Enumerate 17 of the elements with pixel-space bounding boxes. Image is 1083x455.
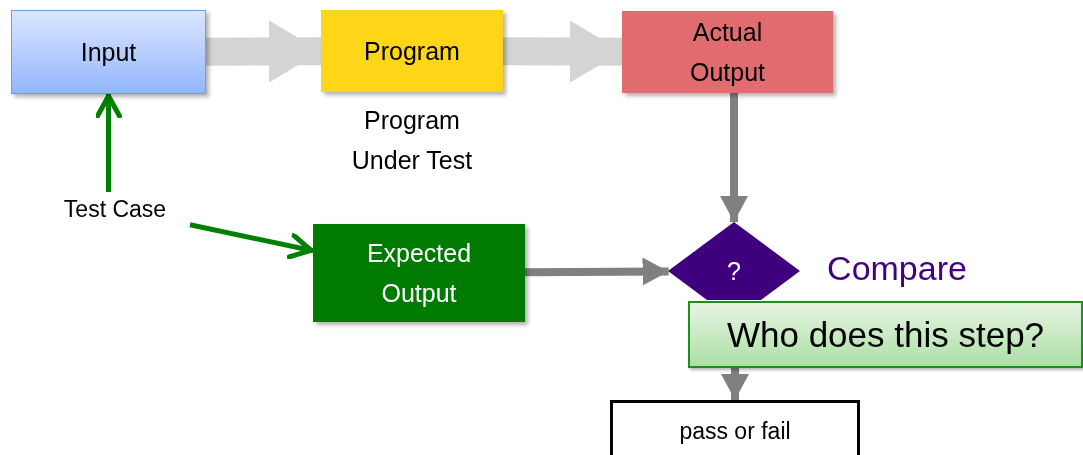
node-caption: Compare xyxy=(826,248,968,289)
node-caption: Program Under Test xyxy=(350,105,474,176)
expected-output-box: Expected Output xyxy=(313,224,525,322)
output-box: Actual Output xyxy=(622,11,833,93)
arrow xyxy=(524,257,669,286)
result-box: pass or fail xyxy=(610,400,860,455)
arrow xyxy=(721,368,749,400)
arrow xyxy=(720,93,748,222)
callout-box: Who does this step? xyxy=(688,301,1083,368)
input-label: Test Case xyxy=(40,192,190,226)
process-box: Program xyxy=(321,10,503,92)
decision-diamond: ? xyxy=(668,222,800,300)
arrow xyxy=(502,20,623,83)
arrow xyxy=(95,93,122,192)
process-box: Input xyxy=(11,10,206,94)
arrow xyxy=(189,222,314,260)
arrow xyxy=(205,20,322,83)
